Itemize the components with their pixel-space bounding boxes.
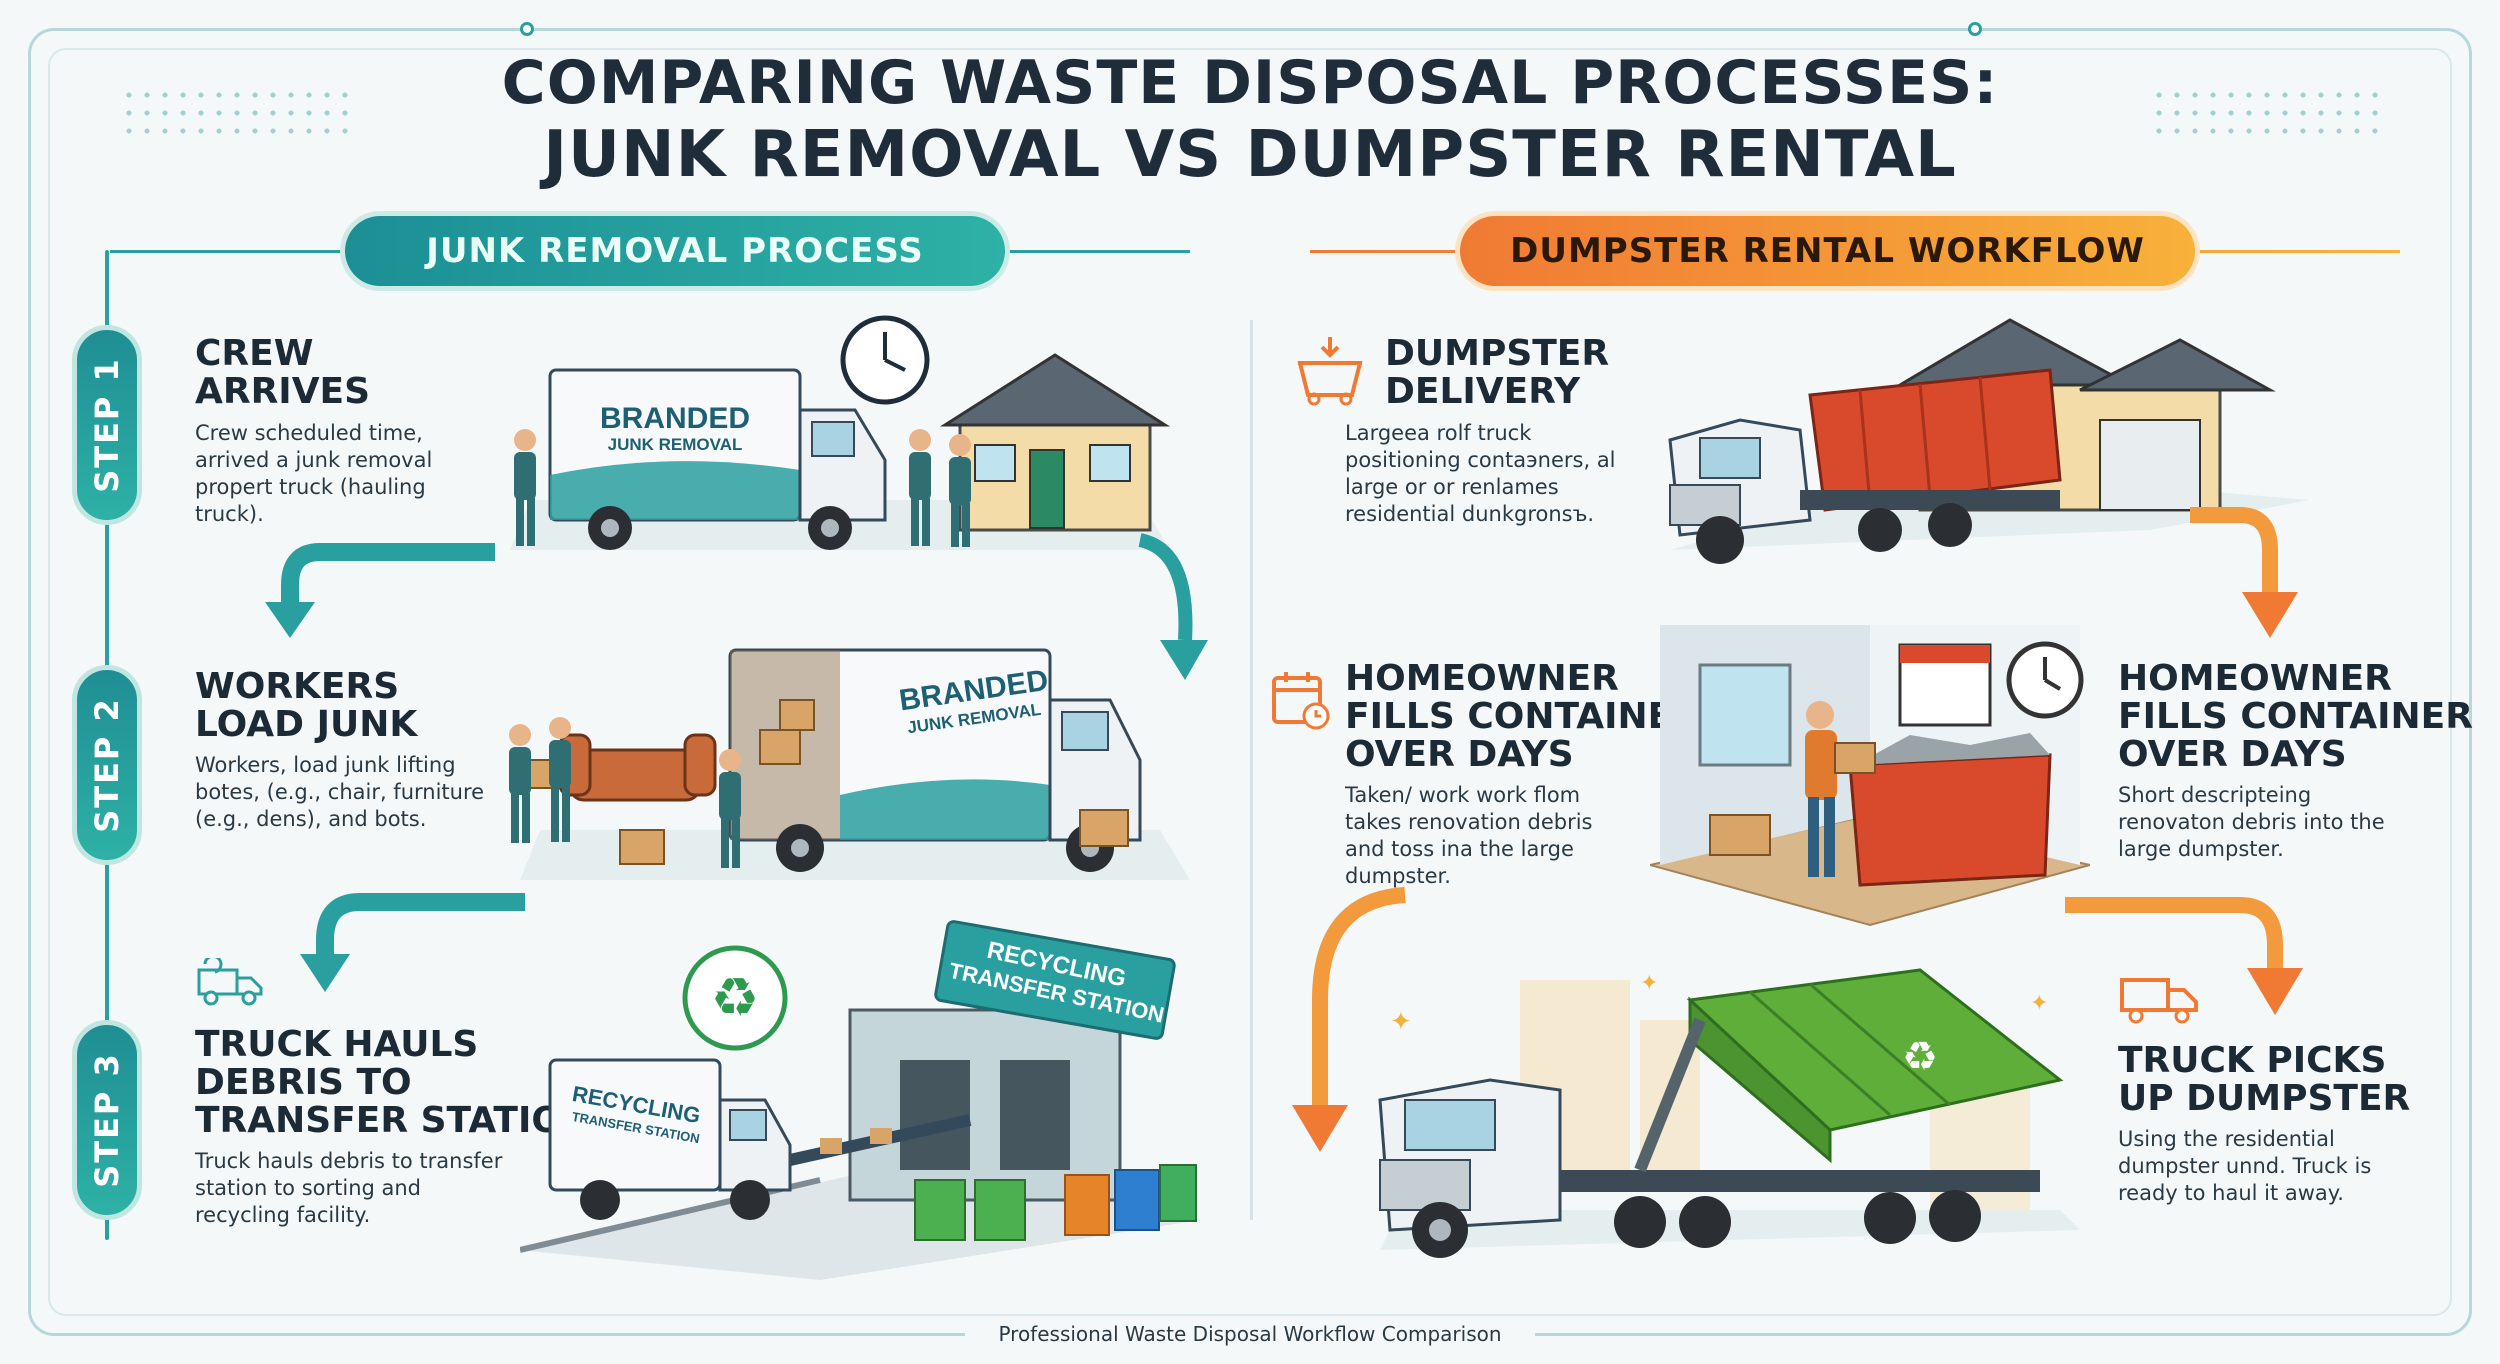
homeowner-fills-right-l1: HOMEOWNER <box>2118 658 2392 699</box>
homeowner-fills-illustration <box>1650 625 2090 927</box>
truck-1-brand-l1: BRANDED <box>600 402 750 435</box>
step-2-badge: STEP 2 <box>72 665 142 865</box>
homeowner-fills-title-left: HOMEOWNER FILLS CONTAINER OVER DAYS <box>1345 660 1700 774</box>
homeowner-fills-right-l2: FILLS CONTAINER <box>2118 696 2473 737</box>
dumpster-delivery-desc: Largeea rolf truck positioning contaэner… <box>1345 421 1616 526</box>
rolloff-truck <box>1668 418 2060 564</box>
decorative-dots-right <box>2150 86 2380 146</box>
clock-icon <box>840 315 930 405</box>
arrow-fill-to-pickup-right <box>2065 897 2303 1015</box>
homeowner-fills-left-l3: OVER DAYS <box>1345 734 1574 775</box>
boxes-illustration <box>519 699 1129 865</box>
crew-arrives-desc: Crew scheduled time, arrived a junk remo… <box>195 421 433 526</box>
workers-load-title-l1: WORKERS <box>195 666 400 707</box>
arrow-truck-to-step2 <box>1138 533 1208 680</box>
truck-hauls-title-l1: TRUCK HAULS <box>195 1024 479 1065</box>
wall-clock <box>2006 641 2084 719</box>
red-dumpster <box>1808 368 2062 512</box>
svg-text:♻: ♻ <box>1902 1034 1938 1080</box>
crew-arrives-illustration: BRANDED JUNK REMOVAL <box>510 315 1171 550</box>
dumpster-delivery-title-l1: DUMPSTER <box>1385 333 1610 374</box>
homeowner-fills-desc-right: Short descripteing renovaton debris into… <box>2118 783 2385 861</box>
recycling-bins <box>914 1164 1197 1241</box>
recycle-icon: ♻ <box>682 945 788 1051</box>
center-divider <box>1250 320 1253 1220</box>
footer-caption: Professional Waste Disposal Workflow Com… <box>965 1316 1535 1352</box>
dumpster-icon <box>1297 337 1363 406</box>
crew-arrives-title-l2: ARRIVES <box>195 371 371 412</box>
crew-arrives-title: CREW ARRIVES <box>195 335 370 411</box>
homeowner-fills-desc-left: Taken/ work work flom takes renovation d… <box>1345 783 1593 888</box>
workers-load-title-l2: LOAD JUNK <box>195 704 418 745</box>
homeowner-fills-left-l1: HOMEOWNER <box>1345 658 1619 699</box>
junk-removal-header: JUNK REMOVAL PROCESS <box>345 216 1005 286</box>
dumpster-delivery-title: DUMPSTER DELIVERY <box>1385 335 1609 411</box>
svg-text:♻: ♻ <box>711 966 759 1029</box>
truck-picks-desc: Using the residential dumpster unnd. Tru… <box>2118 1127 2372 1205</box>
small-truck-icon <box>197 958 263 1006</box>
step-3-badge: STEP 3 <box>72 1020 142 1220</box>
branded-truck-1: BRANDED JUNK REMOVAL <box>548 368 887 550</box>
arrow-step2-to-step3 <box>300 893 525 992</box>
recycling-truck: RECYCLING TRANSFER STATION <box>548 1058 792 1220</box>
workers-load-desc: Workers, load junk lifting botes, (e.g.,… <box>195 753 485 831</box>
truck-1-brand-l2: JUNK REMOVAL <box>608 435 743 454</box>
calendar-icon <box>1272 672 1330 730</box>
truck-hauls-title: TRUCK HAULS DEBRIS TO TRANSFER STATION <box>195 1026 592 1140</box>
hook-lift-truck <box>1378 1017 2040 1258</box>
truck-hauls-desc: Truck hauls debris to transfer station t… <box>195 1149 503 1227</box>
arrow-step1-to-step2 <box>265 543 495 638</box>
dumpster-delivery-illustration <box>1668 318 2310 564</box>
page-title-line2: JUNK REMOVAL VS DUMPSTER RENTAL <box>543 118 1957 192</box>
arrow-fill-to-pickup-left <box>1292 887 1406 1152</box>
truck-hauls-title-l2: DEBRIS TO <box>195 1062 412 1103</box>
svg-text:✦: ✦ <box>2030 991 2048 1016</box>
wall-calendar <box>1898 643 1992 727</box>
svg-text:✦: ✦ <box>1640 971 1658 996</box>
transfer-station-building: RECYCLING TRANSFER STATION <box>848 920 1176 1202</box>
worker-figures-2 <box>509 717 741 868</box>
dumpster-rental-header: DUMPSTER RENTAL WORKFLOW <box>1460 216 2195 286</box>
dumpster-delivery-title-l2: DELIVERY <box>1385 371 1581 412</box>
step-1-label: STEP 1 <box>88 357 126 493</box>
truck-picks-title: TRUCK PICKS UP DUMPSTER <box>2118 1042 2410 1118</box>
svg-text:✦: ✦ <box>1390 1007 1412 1037</box>
transfer-station-illustration: ♻ RECYCLING TRANSFER STATION RECYCLING T… <box>520 920 1200 1280</box>
conveyor-belt <box>788 1114 972 1166</box>
sofa-illustration <box>558 733 717 802</box>
homeowner-fills-title-right: HOMEOWNER FILLS CONTAINER OVER DAYS <box>2118 660 2473 774</box>
arrow-delivery-to-fill <box>2190 507 2298 638</box>
decorative-dots-left <box>120 86 350 146</box>
truck-picks-title-l2: UP DUMPSTER <box>2118 1078 2411 1119</box>
step-3-label: STEP 3 <box>88 1052 126 1188</box>
homeowner-fills-right-l3: OVER DAYS <box>2118 734 2347 775</box>
red-dumpster-indoor <box>1848 733 2052 887</box>
truck-icon <box>2120 978 2198 1024</box>
homeowner-figure <box>1805 701 1876 877</box>
inner-frame <box>48 48 2452 1316</box>
homeowner-fills-left-l2: FILLS CONTAINER <box>1345 696 1700 737</box>
corner-dot-top-right <box>1968 22 1982 36</box>
house-illustration <box>939 353 1171 532</box>
page-title-line1: COMPARING WASTE DISPOSAL PROCESSES: <box>501 48 1999 118</box>
branded-truck-2: BRANDED JUNK REMOVAL <box>728 648 1142 872</box>
workers-load-title: WORKERS LOAD JUNK <box>195 668 417 744</box>
truck-picks-illustration: ♻ ✦ ✦ ✦ <box>1378 968 2080 1258</box>
step-2-label: STEP 2 <box>88 697 126 833</box>
workers-load-illustration: BRANDED JUNK REMOVAL <box>509 648 1190 880</box>
corner-dot-top-left <box>520 22 534 36</box>
truck-hauls-title-l3: TRANSFER STATION <box>195 1100 593 1141</box>
crew-arrives-title-l1: CREW <box>195 333 314 374</box>
step-1-badge: STEP 1 <box>72 325 142 525</box>
truck-picks-title-l1: TRUCK PICKS <box>2118 1040 2387 1081</box>
worker-figures <box>514 429 971 547</box>
green-dumpster: ♻ <box>1686 968 2064 1164</box>
